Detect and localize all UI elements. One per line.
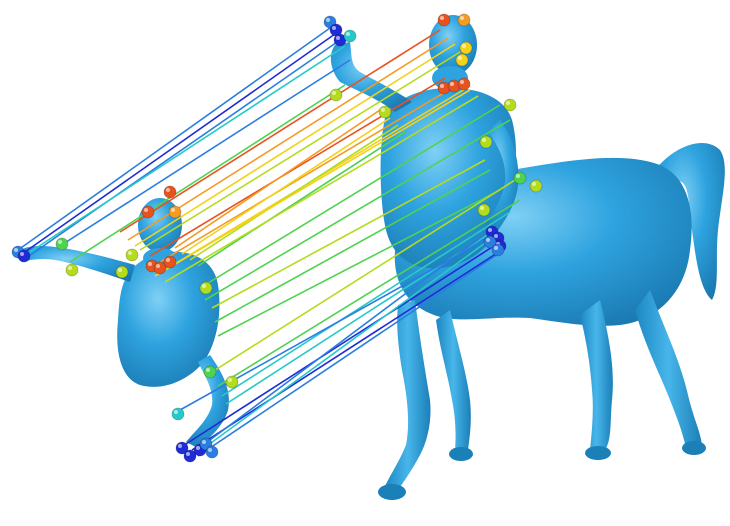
keypoint-highlight [462,44,466,48]
keypoint-highlight [486,238,490,242]
keypoint-highlight [228,378,232,382]
keypoint-highlight [196,446,200,450]
keypoint-highlight [144,208,148,212]
keypoint-highlight [458,56,462,60]
keypoint-sphere [164,256,176,268]
keypoint-highlight [450,82,454,86]
keypoint-highlight [460,16,464,20]
keypoint-sphere [169,206,181,218]
keypoint-sphere [226,376,238,388]
keypoint-highlight [440,16,444,20]
keypoint-highlight [516,174,520,178]
full-centaur [331,15,725,500]
keypoint-highlight [460,80,464,84]
keypoint-highlight [68,266,72,270]
keypoint-highlight [440,84,444,88]
keypoint-highlight [336,36,340,40]
keypoint-highlight [482,138,486,142]
keypoint-highlight [381,108,385,112]
keypoint-sphere [66,264,78,276]
keypoint-sphere [142,206,154,218]
keypoint-sphere [18,250,30,262]
keypoint-highlight [506,101,510,105]
keypoint-highlight [480,206,484,210]
keypoint-highlight [202,440,206,444]
keypoint-highlight [148,262,152,266]
keypoint-sphere [330,89,342,101]
keypoint-highlight [118,268,122,272]
keypoint-sphere [56,238,68,250]
centaur-hoof [378,484,406,500]
keypoint-sphere [456,54,468,66]
keypoint-sphere [344,30,356,42]
correspondence-line [60,60,350,246]
centaur-hoof [682,441,706,455]
keypoint-sphere [200,282,212,294]
keypoint-sphere [458,78,470,90]
keypoint-sphere [204,366,216,378]
keypoint-highlight [202,284,206,288]
keypoint-highlight [128,251,132,255]
keypoint-highlight [332,26,336,30]
keypoint-highlight [171,208,175,212]
centaur-front-leg-left [385,300,431,490]
keypoint-sphere [478,204,490,216]
keypoint-sphere [460,42,472,54]
keypoint-sphere [530,180,542,192]
keypoint-sphere [116,266,128,278]
centaur-raised-arm [331,42,412,112]
centaur-hoof [585,446,611,460]
keypoint-highlight [326,18,330,22]
centaur-hoof [449,447,473,461]
keypoint-highlight [20,252,24,256]
keypoint-sphere [480,136,492,148]
keypoint-highlight [166,188,170,192]
keypoint-sphere [379,106,391,118]
partial-centaur [20,198,229,448]
keypoint-highlight [488,228,492,232]
keypoint-highlight [346,32,350,36]
correspondence-line [175,110,380,248]
keypoint-highlight [186,452,190,456]
keypoint-sphere [438,14,450,26]
keypoint-sphere [514,172,526,184]
centaur-back-leg-right [635,290,702,448]
keypoint-sphere [458,14,470,26]
centaur-front-leg-right [436,310,471,452]
keypoint-sphere [126,249,138,261]
keypoint-highlight [14,248,18,252]
correspondence-line [26,40,340,258]
keypoint-highlight [208,448,212,452]
keypoint-highlight [532,182,536,186]
keypoint-highlight [494,246,498,250]
keypoint-sphere [172,408,184,420]
keypoint-sphere [504,99,516,111]
keypoint-sphere [164,186,176,198]
keypoint-highlight [178,444,182,448]
correspondence-line [198,132,405,266]
keypoint-highlight [332,91,336,95]
keypoint-highlight [174,410,178,414]
keypoint-highlight [156,264,160,268]
keypoint-highlight [58,240,62,244]
keypoint-highlight [494,234,498,238]
keypoint-sphere [206,446,218,458]
keypoint-highlight [166,258,170,262]
keypoint-highlight [206,368,210,372]
keypoint-sphere [492,244,504,256]
